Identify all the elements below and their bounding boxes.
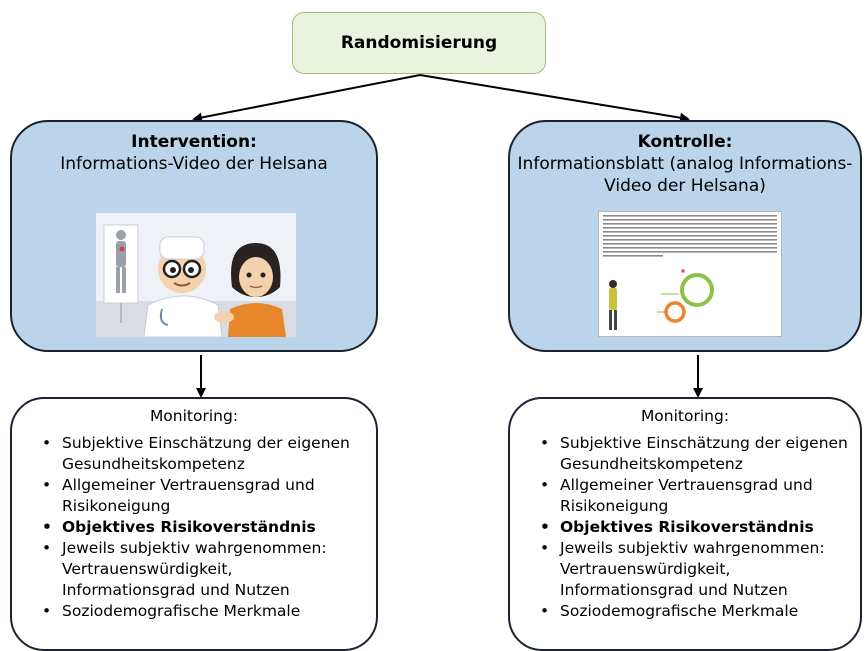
list-item: •Soziodemografische Merkmale [540,602,799,620]
bullet-icon: • [540,602,550,620]
randomisierung-label: Randomisierung [340,33,498,53]
intervention-subtitle: Informations-Video der Helsana [60,154,328,174]
monitoring-title: Monitoring: [149,407,239,425]
information-sheet-graphic [603,215,777,330]
monitoring-box-right: Monitoring: •Subjektive Einschätzung der… [508,397,862,651]
intervention-title: Intervention: [131,132,257,152]
bullet-icon: • [42,518,52,536]
monitoring-list: •Subjektive Einschätzung der eigenen Ges… [510,433,860,622]
bullet-icon: • [42,539,52,557]
information-sheet-thumbnail [598,211,782,337]
bullet-icon: • [42,434,52,452]
list-item: •Objektives Risikoverständnis [42,518,316,536]
monitoring-box-left: Monitoring: •Subjektive Einschätzung der… [10,397,378,651]
list-item: •Soziodemografische Merkmale [42,602,301,620]
list-item: •Allgemeiner Vertrauensgrad und Risikone… [42,476,315,515]
list-item: •Subjektive Einschätzung der eigenen Ges… [540,434,848,473]
doctor-patient-cartoon-image [96,213,296,337]
list-item: •Jeweils subjektiv wahrgenommen: Vertrau… [540,539,825,599]
monitoring-list: •Subjektive Einschätzung der eigenen Ges… [12,433,376,622]
list-item: •Subjektive Einschätzung der eigenen Ges… [42,434,350,473]
randomisierung-box: Randomisierung [292,12,546,74]
bullet-icon: • [540,476,550,494]
arrow-to-intervention [192,74,421,123]
kontrolle-title: Kontrolle: [637,132,733,152]
bullet-icon: • [540,434,550,452]
monitoring-title: Monitoring: [640,407,730,425]
bullet-icon: • [42,476,52,494]
bullet-icon: • [540,539,550,557]
list-item: •Objektives Risikoverständnis [540,518,814,536]
bullet-icon: • [42,602,52,620]
kontrolle-subtitle: Informationsblatt (analog Informations-V… [517,154,853,196]
arrow-to-kontrolle [419,74,690,123]
bullet-icon: • [540,518,550,536]
list-item: •Jeweils subjektiv wahrgenommen: Vertrau… [42,539,327,599]
list-item: •Allgemeiner Vertrauensgrad und Risikone… [540,476,813,515]
